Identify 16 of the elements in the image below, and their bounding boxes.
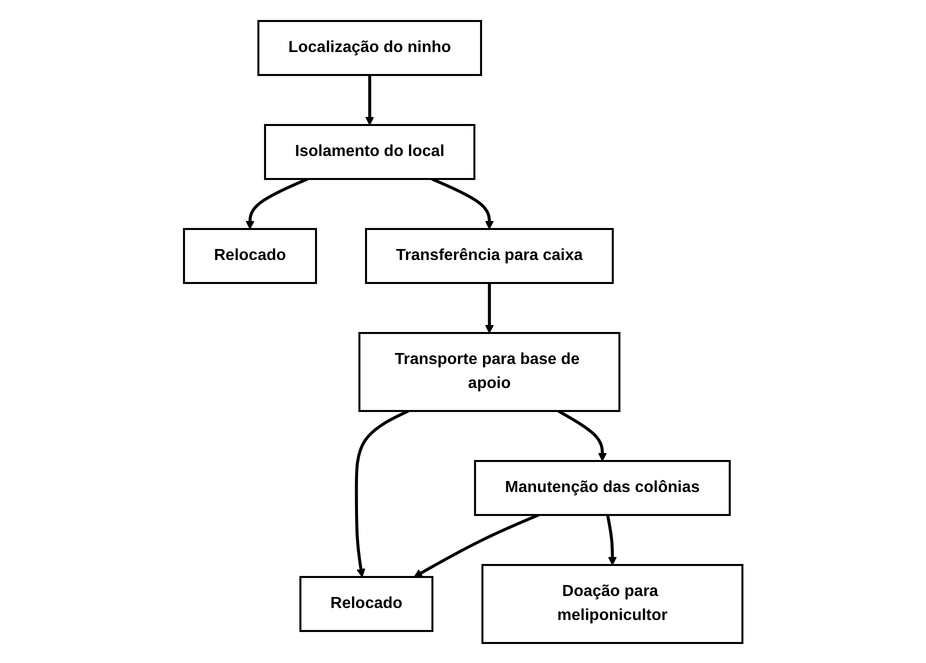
node-box: Transporte para base de apoio: [358, 332, 620, 412]
arrow: [413, 513, 539, 577]
node-box: Transferência para caixa: [364, 228, 614, 284]
arrow: [557, 409, 607, 461]
arrow: [484, 282, 494, 333]
arrow: [431, 177, 494, 229]
arrow: [354, 409, 409, 577]
node-box: Isolamento do local: [264, 124, 476, 180]
arrow: [245, 177, 308, 229]
node-box: Relocado: [299, 575, 434, 632]
node-box: Manutenção das colônias: [474, 460, 731, 516]
node-box: Doação para meliponicultor: [481, 563, 744, 644]
node-box: Localização do ninho: [257, 20, 482, 76]
node-box: Relocado: [182, 228, 317, 284]
arrow: [365, 74, 374, 125]
arrow: [606, 514, 617, 565]
